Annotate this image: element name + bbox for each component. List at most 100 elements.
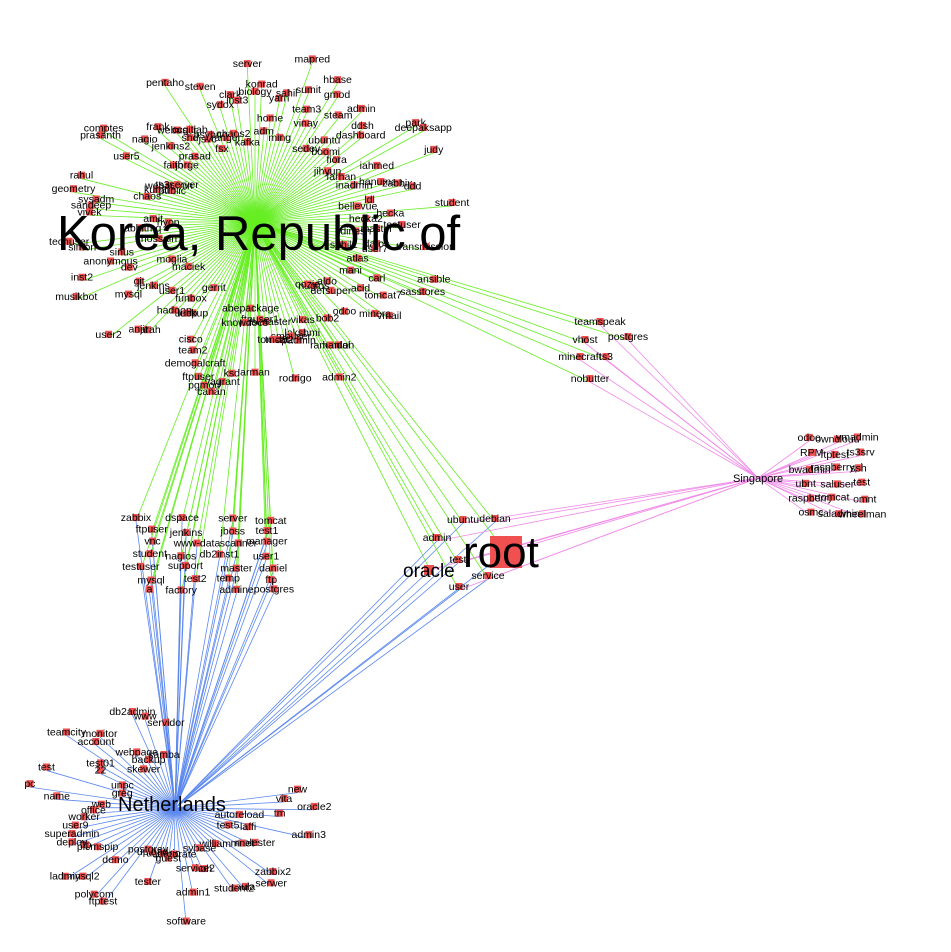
edge [96, 202, 256, 223]
edge [174, 540, 438, 809]
edge [254, 221, 629, 341]
user-node: daniel [259, 563, 287, 575]
user-node-label: admin3 [292, 829, 327, 841]
user-node-square [70, 185, 78, 193]
edge [115, 807, 176, 864]
edge [254, 140, 281, 223]
user-node: jenkins [169, 527, 203, 539]
user-node-label: webadmin [144, 180, 193, 192]
edge [152, 807, 176, 856]
user-node-square [92, 195, 100, 203]
edge [757, 440, 810, 479]
user-node: account [77, 736, 114, 748]
user-node-square [276, 809, 284, 817]
user-node-square [71, 821, 79, 829]
edge [171, 221, 256, 263]
edge [254, 221, 426, 251]
user-node-square [269, 867, 277, 875]
user-node: noh [195, 863, 213, 875]
user-node-square [287, 332, 295, 340]
edge [174, 521, 496, 809]
user-node: ftptest [820, 449, 849, 461]
user-node: test1 [256, 525, 279, 537]
edge [757, 477, 839, 518]
user-node-square [164, 218, 172, 226]
edge [174, 807, 315, 811]
user-node-square [189, 888, 197, 896]
user-node-label: team3 [292, 104, 321, 116]
edge [147, 807, 176, 853]
user-node-square [267, 516, 275, 524]
edge [158, 221, 256, 243]
edge [236, 221, 256, 593]
user-node-label: zabbix [121, 512, 152, 524]
user-node: admin1 [176, 887, 211, 899]
user-node: frank [146, 121, 170, 133]
user-node-label: user1 [253, 551, 279, 563]
user-node-label: ldl [364, 194, 375, 206]
edge [254, 221, 376, 253]
user-node-square [385, 311, 393, 319]
edge [757, 457, 835, 479]
user-node: admine [219, 584, 254, 596]
user-node-square [215, 550, 223, 558]
user-node-label: minecraft [558, 351, 601, 363]
edge [168, 188, 256, 223]
user-node-label: testuser [383, 219, 421, 231]
edge [209, 137, 256, 223]
user-node-label: techuser [49, 236, 90, 248]
user-node: temp [217, 573, 241, 585]
user-node-square [275, 336, 283, 344]
user-node-label: judy [423, 144, 444, 156]
user-node-square [357, 104, 365, 112]
edge [174, 568, 186, 809]
user-node: canan [197, 386, 226, 398]
user-node-label: oracle2 [297, 801, 332, 813]
user-node-square [168, 255, 176, 263]
user-node-square [193, 539, 201, 547]
user-node-label: hanuman [359, 176, 403, 188]
edge [174, 801, 285, 809]
edge [757, 470, 859, 479]
edge [254, 184, 382, 223]
edge [174, 792, 298, 809]
user-node-label: rtomcat [814, 492, 849, 504]
user-node-label: canan [197, 386, 226, 398]
edge [196, 221, 256, 547]
user-node: hecka2 [349, 213, 383, 225]
user-node-square [144, 877, 152, 885]
hub-root: root [463, 528, 539, 577]
edge [254, 221, 377, 248]
user-node-square [182, 917, 190, 925]
user-node-label: db2inst1 [200, 549, 240, 561]
user-node-square [362, 215, 370, 222]
edge [147, 199, 256, 223]
edge [149, 221, 256, 593]
user-node: minera [359, 308, 391, 320]
edge [199, 89, 256, 223]
user-node-square [433, 534, 441, 541]
edge [174, 589, 460, 809]
user-node-square [833, 435, 841, 443]
user-node: odoo [333, 306, 357, 318]
user-node-label: shd [182, 132, 199, 144]
user-node-label: ddsh [351, 120, 374, 132]
user-node-label: ftptest [820, 449, 849, 461]
user-node-label: inadmin [336, 179, 373, 191]
user-node-square [448, 198, 456, 206]
user-node-square [484, 572, 492, 579]
user-node-label: git [134, 276, 145, 288]
edge [82, 221, 256, 251]
user-node-square [371, 309, 379, 317]
user-node: konrad [246, 79, 278, 91]
user-node: postmaster [239, 316, 291, 328]
user-node: backup [132, 754, 166, 766]
user-node-label: testuser [122, 561, 160, 573]
user-node-label: simon [68, 241, 96, 253]
user-node: nagios [165, 550, 196, 562]
user-node: iahmed [360, 160, 395, 172]
user-node-label: sinus [110, 246, 135, 258]
edge [194, 221, 256, 583]
user-node: zabbix [382, 177, 413, 189]
user-node-square [304, 86, 312, 94]
